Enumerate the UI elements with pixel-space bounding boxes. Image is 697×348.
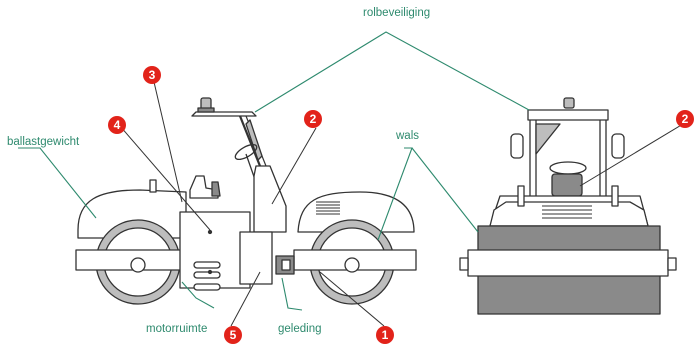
side-seat [189, 175, 221, 199]
marker-4: 4 [108, 116, 126, 134]
side-engine-block [179, 211, 273, 291]
marker-5: 5 [224, 326, 242, 344]
marker-3: 3 [143, 66, 161, 84]
marker-2-side: 2 [304, 110, 322, 128]
side-front-body [253, 165, 287, 233]
label-motorruimte: motorruimte [146, 323, 208, 335]
leader-lines [18, 31, 530, 311]
label-geleding: geleding [278, 323, 322, 335]
marker-2-front: 2 [676, 110, 694, 128]
marker-1: 1 [376, 326, 394, 344]
front-view-roller [459, 97, 677, 315]
side-rollover-frame [191, 97, 275, 187]
label-wals: wals [396, 130, 420, 142]
marker-lines [119, 81, 684, 327]
side-front-drum [293, 219, 417, 305]
label-ballastgewicht: ballastgewicht [7, 136, 80, 148]
label-rolbeveiliging: rolbeveiliging [363, 7, 431, 19]
side-view-roller [75, 97, 417, 305]
side-articulation [275, 255, 295, 275]
